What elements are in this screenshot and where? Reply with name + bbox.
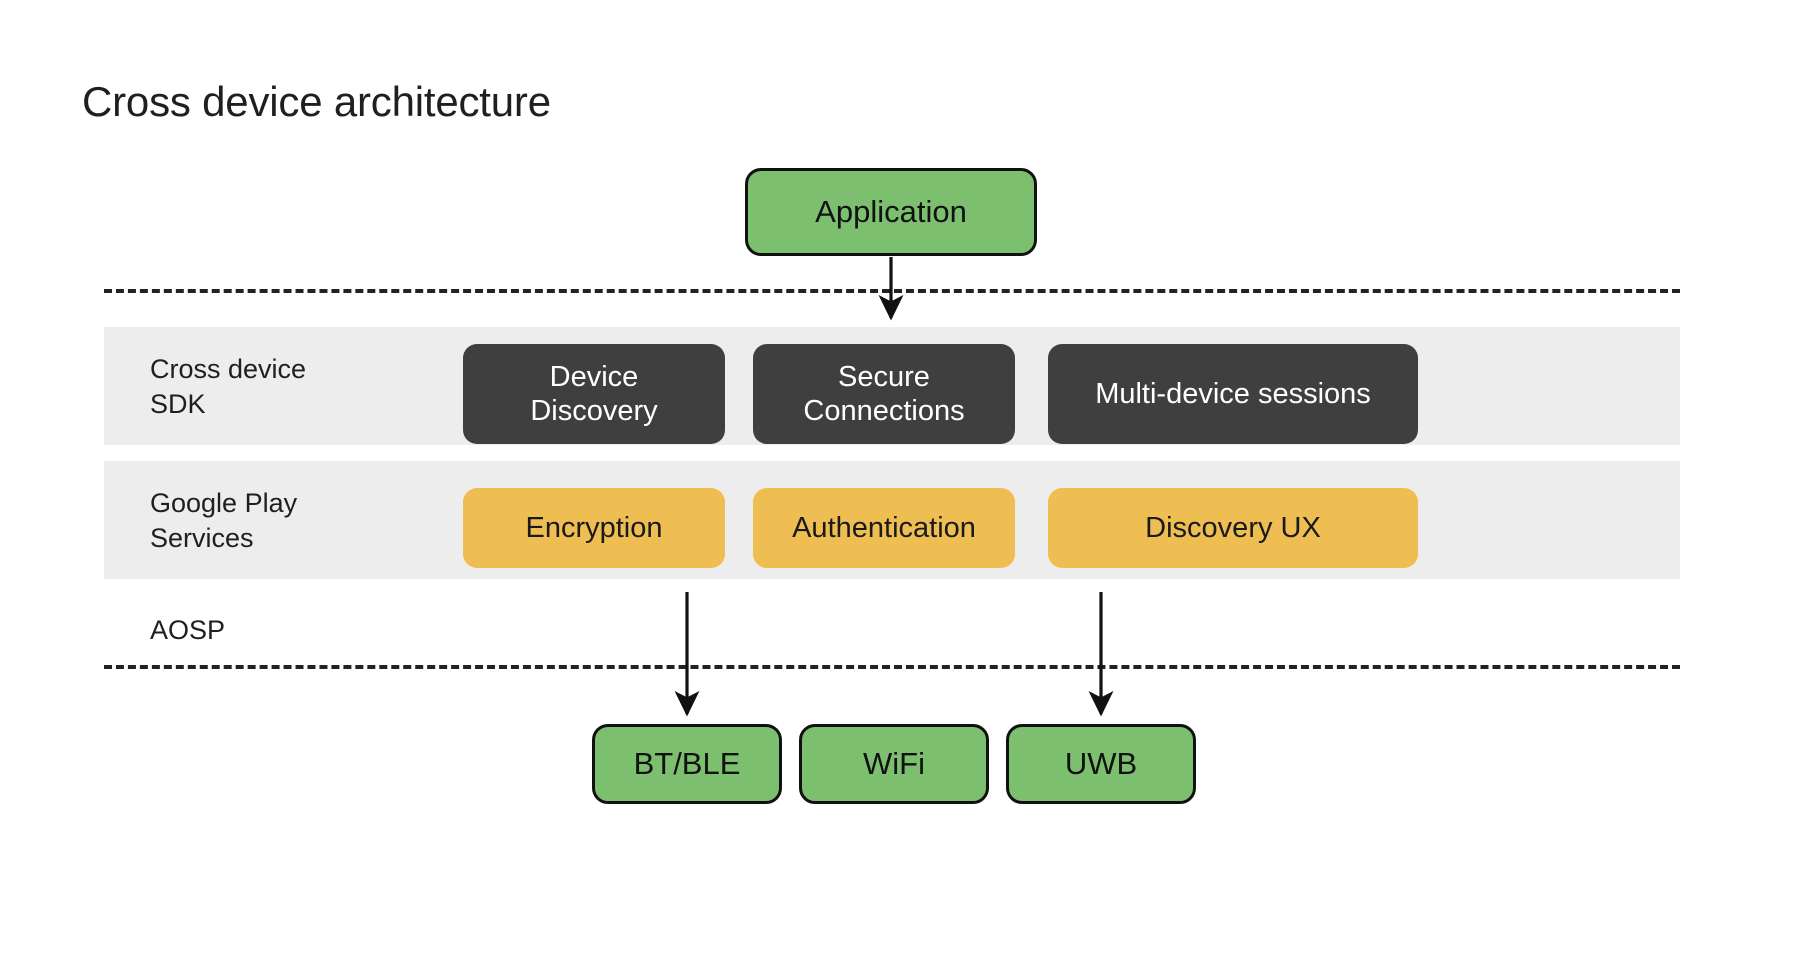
top-dashed-separator: [104, 289, 1680, 293]
layer-label-cross-device-sdk: Cross device SDK: [150, 354, 307, 420]
node-application[interactable]: Application: [745, 168, 1037, 256]
node-discovery-ux[interactable]: Discovery UX: [1048, 488, 1418, 568]
node-secure-connections[interactable]: Secure Connections: [753, 344, 1015, 444]
node-encryption[interactable]: Encryption: [463, 488, 725, 568]
aosp-dashed-separator: [104, 665, 1680, 669]
node-multi-device-sessions[interactable]: Multi-device sessions: [1048, 344, 1418, 444]
layer-label-aosp: AOSP: [150, 615, 226, 645]
node-uwb[interactable]: UWB: [1006, 724, 1196, 804]
node-wifi[interactable]: WiFi: [799, 724, 989, 804]
page-title: Cross device architecture: [82, 78, 551, 125]
node-bt-ble[interactable]: BT/BLE: [592, 724, 782, 804]
node-device-discovery[interactable]: Device Discovery: [463, 344, 725, 444]
node-authentication[interactable]: Authentication: [753, 488, 1015, 568]
layer-label-google-play-services: Google Play Services: [150, 488, 298, 554]
